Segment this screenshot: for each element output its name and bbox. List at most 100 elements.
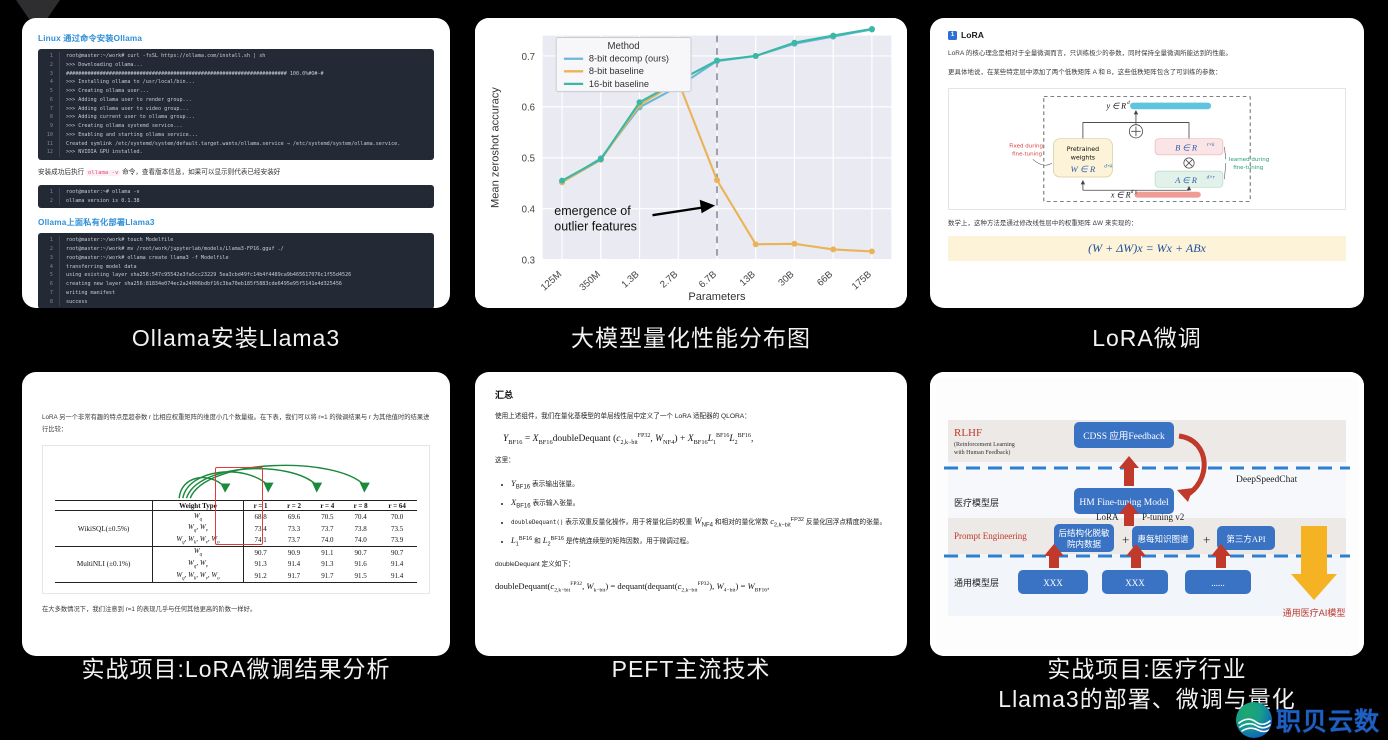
x-axis-tick: 175B — [850, 269, 874, 292]
terminal-line-text: >>> Downloading ollama... — [66, 61, 143, 68]
x-axis-tick: 13B — [738, 269, 758, 289]
peft-here-label: 这里： — [495, 456, 515, 464]
table-cell: 91.2 — [242, 570, 278, 583]
svg-text:fine-tuning: fine-tuning — [1012, 151, 1042, 157]
ollama-heading-2: Ollama上面私有化部署Llama3 — [38, 218, 155, 228]
lora-para-1: LoRA 的核心理念是相对于全量微调而言，只训练极少的参数，同时保持全量微调所能… — [948, 50, 1233, 58]
th-r2: r = 2 — [287, 501, 302, 510]
th-r4: r = 4 — [320, 501, 335, 510]
peft-bullet-1: YBF16 表示输出张量。 — [511, 476, 887, 493]
lora-para-3: 数学上，这种方法是通过修改线性层中的权重矩阵 ΔW 来实现的： — [948, 219, 1138, 227]
terminal-line-number: 1 — [38, 52, 60, 61]
th-r8: r = 8 — [353, 501, 368, 510]
svg-text:W ∈ R: W ∈ R — [1070, 164, 1095, 174]
peft-bullet-4: L1BF16 和 L2BF16 是传统连续型的矩阵因数，用于微调过程。 — [511, 533, 887, 550]
table-cell: 91.4 — [390, 560, 404, 569]
terminal-line-number: 3 — [38, 253, 60, 263]
table-cell: 74.0 — [354, 536, 367, 545]
x-axis-tick: 66B — [815, 269, 835, 289]
lora-architecture-diagram: y ∈ R d Pretrained we — [1009, 96, 1269, 202]
terminal-line-number: 2 — [38, 60, 60, 70]
terminal-line-text: root@master:~/work# curl -fsSL https://o… — [66, 53, 266, 59]
terminal-line-text: root@master:~/work# touch Modelfile — [66, 237, 174, 244]
peft-bullet-2: XBF16 表示输入张量。 — [511, 495, 887, 512]
terminal-line-number: 11 — [38, 139, 60, 149]
lora-figure-box: y ∈ R d Pretrained we — [948, 87, 1346, 210]
lora-para-2: 更具体地说，在某些特定层中添加了两个低秩矩阵 A 和 B，这些低秩矩阵包含了可训… — [948, 69, 1222, 77]
section-number-badge: 1 — [948, 31, 957, 41]
terminal-line: 3#######################################… — [38, 69, 434, 79]
panel-medical-card: RLHF (Reinforcement Learning with Human … — [930, 372, 1364, 656]
panel-lora-results-card: LoRA 另一个非常有趣的特点是超参数 r 比相应权重矩阵的维度小几个数量级。在… — [22, 372, 450, 656]
svg-text:P-tuning v2: P-tuning v2 — [1142, 512, 1184, 522]
table-group-label: MultiNLI (±0.1%) — [76, 560, 131, 569]
lora-results-para-top: LoRA 另一个非常有趣的特点是超参数 r 比相应权重矩阵的维度小几个数量级。在… — [42, 413, 430, 434]
table-cell: 91.6 — [354, 560, 367, 569]
table-cell: 73.7 — [321, 524, 334, 533]
table-cell: 73.4 — [242, 522, 278, 535]
table-group-label — [55, 511, 153, 523]
terminal-line-number: 5 — [38, 87, 60, 96]
terminal-line: 7>>> Adding ollama user to video group..… — [38, 104, 434, 114]
table-cell: 69.6 — [287, 512, 301, 521]
x-axis-label: Parameters — [688, 291, 746, 303]
table-group-label — [55, 546, 153, 558]
svg-text:d×k: d×k — [1104, 163, 1113, 169]
table-cell: 91.1 — [321, 548, 334, 557]
peft-bullet-3: doubleDequant() 表示双重反量化操作，用于将量化后的权重 WNF4… — [511, 514, 887, 531]
terminal-line-text: >>> Creating ollama user... — [66, 88, 149, 94]
table-cell: 73.5 — [390, 524, 404, 533]
svg-text:+: + — [1122, 532, 1129, 547]
watermark: 职贝云数 — [1235, 702, 1380, 738]
panel-medical: RLHF (Reinforcement Learning with Human … — [930, 372, 1364, 712]
x-axis-tick: 350M — [578, 269, 603, 293]
svg-text:with Human Feedback): with Human Feedback) — [954, 449, 1010, 456]
svg-text:......: ...... — [1211, 578, 1225, 588]
svg-text:+: + — [1203, 532, 1210, 547]
table-cell: 74.1 — [242, 534, 278, 547]
table-group-label — [55, 570, 153, 582]
y-axis-label: Mean zeroshot accuracy — [489, 87, 501, 208]
peft-bullet-list: YBF16 表示输出张量。 XBF16 表示输入张量。 doubleDequan… — [511, 476, 887, 550]
table-cell: 91.7 — [321, 571, 334, 580]
y-axis-tick: 0.6 — [522, 103, 535, 114]
terminal-line-text: root@master:~/work# ollama create llama3… — [66, 254, 229, 261]
svg-text:Fixed during: Fixed during — [1009, 143, 1043, 149]
y-axis-tick: 0.3 — [522, 255, 535, 266]
panel-peft-card: 汇总 使用上述组件，我们在量化基模型的单层线性层中定义了一个 LoRA 适配器的… — [475, 372, 907, 656]
peft-equation-2: doubleDequant(c2,k−bitFP32, Wk−bit) = de… — [495, 580, 770, 594]
table-cell: 91.4 — [390, 571, 404, 580]
svg-text:(Reinforcement Learning: (Reinforcement Learning — [954, 441, 1015, 448]
caption-lora-results: 实战项目:LoRA微调结果分析 — [81, 656, 391, 682]
table-cell: 68.8 — [242, 510, 278, 523]
x-axis-tick: 125M — [539, 269, 564, 293]
terminal-line-number: 6 — [38, 280, 60, 289]
medical-ai-architecture-diagram: RLHF (Reinforcement Learning with Human … — [936, 378, 1358, 650]
table-cell: 73.3 — [287, 524, 301, 533]
table-cell: 90.7 — [390, 548, 404, 557]
svg-text:LoRA: LoRA — [1096, 512, 1119, 522]
note-after: 命令，查看版本信息，如果可以显示则代表已经安装好 — [120, 169, 281, 176]
svg-text:RLHF: RLHF — [954, 427, 982, 439]
table-cell: 91.7 — [287, 571, 301, 580]
svg-text:B ∈ R: B ∈ R — [1175, 142, 1198, 152]
table-cell: 70.4 — [354, 512, 367, 521]
medical-document: RLHF (Reinforcement Learning with Human … — [930, 372, 1364, 656]
table-cell: 70.5 — [321, 512, 334, 521]
lora-equation: (W + ΔW)x = Wx + ABx — [948, 235, 1346, 261]
y-axis-tick: 0.4 — [522, 205, 536, 216]
terminal-line-number: 3 — [38, 69, 60, 79]
svg-text:惠每知识图谱: 惠每知识图谱 — [1137, 534, 1189, 544]
